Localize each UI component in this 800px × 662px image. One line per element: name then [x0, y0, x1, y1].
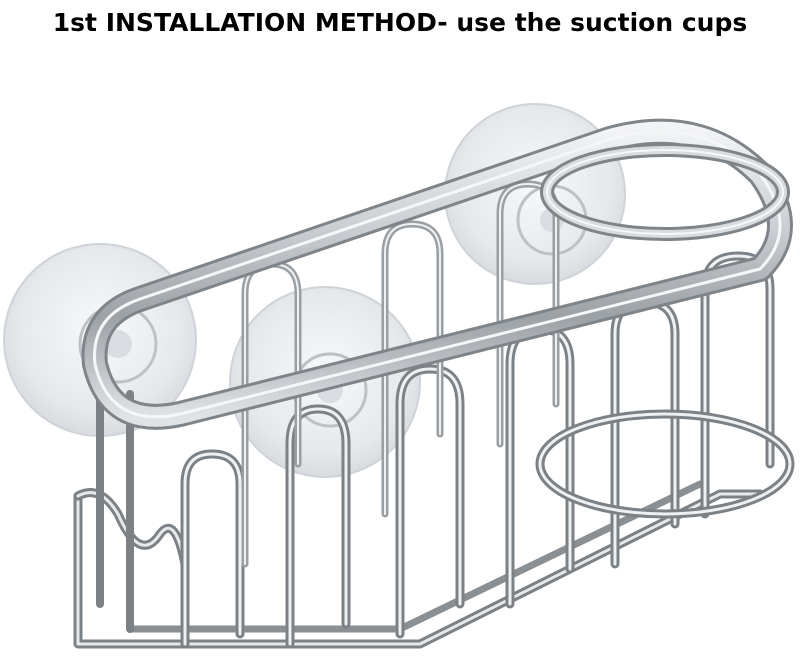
brush-holder-ring-icon	[81, 118, 793, 430]
headline-text: 1st INSTALLATION METHOD- use the suction…	[52, 7, 748, 37]
sink-caddy-illustration	[3, 103, 795, 649]
